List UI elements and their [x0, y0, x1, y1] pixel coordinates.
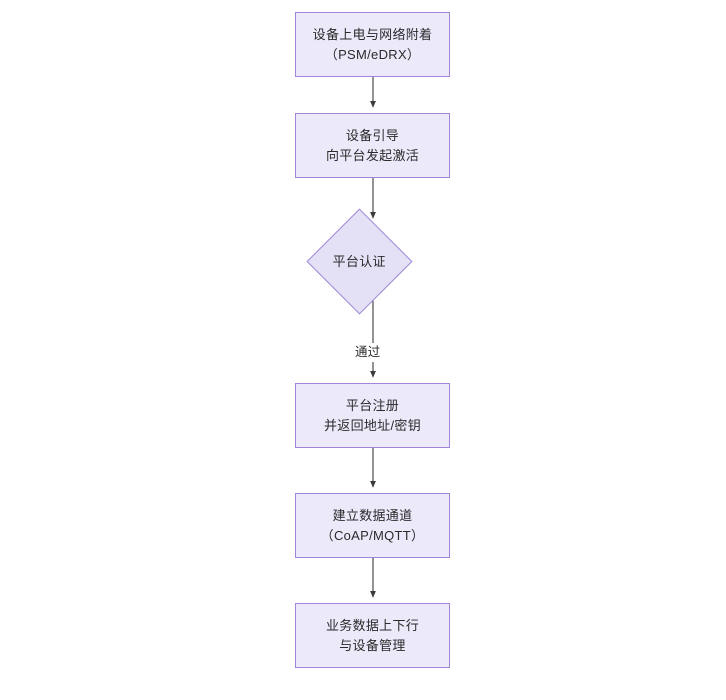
node-device-boot[interactable]: 设备引导 向平台发起激活: [295, 113, 450, 178]
node-device-power-on[interactable]: 设备上电与网络附着 （PSM/eDRX）: [295, 12, 450, 77]
node-power-line-1: 设备上电与网络附着: [312, 26, 433, 42]
node-auth-label: 平台认证: [332, 253, 387, 269]
node-register-line-2: 并返回地址/密钥: [323, 417, 421, 433]
node-business-line-1: 业务数据上下行: [325, 617, 420, 633]
node-channel-line-1: 建立数据通道: [332, 507, 413, 523]
node-business-data-and-device-management[interactable]: 业务数据上下行 与设备管理: [295, 603, 450, 668]
node-register-line-1: 平台注册: [345, 397, 400, 413]
edge-label-pass: 通过: [351, 343, 385, 362]
node-business-line-2: 与设备管理: [339, 637, 406, 653]
node-channel-line-2: （CoAP/MQTT）: [320, 527, 425, 543]
node-power-line-2: （PSM/eDRX）: [324, 46, 421, 62]
node-platform-registration[interactable]: 平台注册 并返回地址/密钥: [295, 383, 450, 448]
node-establish-data-channel[interactable]: 建立数据通道 （CoAP/MQTT）: [295, 493, 450, 558]
node-boot-line-2: 向平台发起激活: [325, 147, 420, 163]
node-boot-line-1: 设备引导: [345, 127, 400, 143]
node-platform-authentication[interactable]: 平台认证: [306, 208, 413, 315]
